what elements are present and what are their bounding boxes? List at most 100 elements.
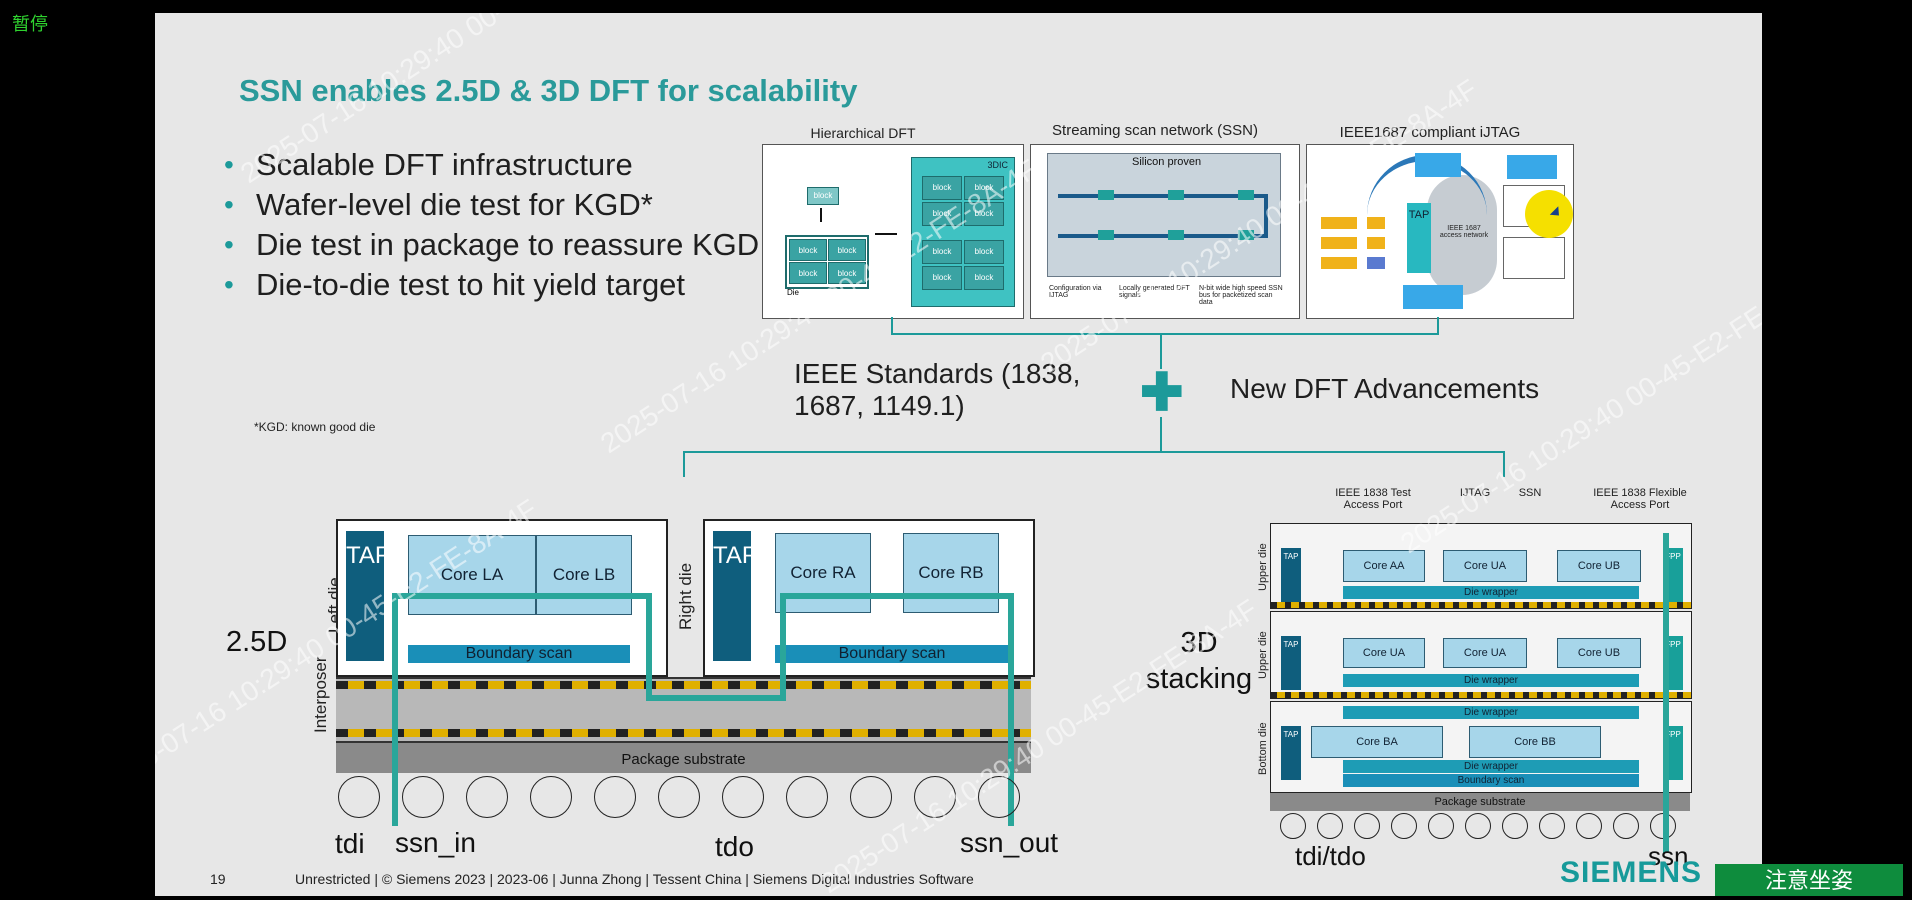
tap-block: TAP (1281, 636, 1301, 690)
footnote: *KGD: known good die (254, 420, 376, 434)
label-3d: 3D stacking (1145, 627, 1253, 695)
ball (594, 776, 636, 818)
plus-icon: ✚ (1140, 364, 1184, 422)
tap-block: TAP (346, 531, 391, 661)
ijtag-callout (1403, 285, 1463, 309)
hier-block: block (922, 266, 962, 290)
core-rb: Core RB (903, 533, 999, 613)
bullet-item: Wafer-level die test for KGD* (222, 185, 782, 225)
die-box: block block block block (785, 235, 869, 289)
connector-line (1160, 333, 1162, 369)
ijtag-ip (1367, 257, 1385, 269)
ball (658, 776, 700, 818)
ssn-path (780, 593, 786, 701)
core-block: Core UA (1343, 638, 1425, 668)
ssn-bus (1058, 194, 1268, 198)
pin-ssn: ssn (1648, 841, 1689, 871)
notice-badge[interactable]: 注意坐姿 (1715, 864, 1903, 896)
die-wrapper: Die wrapper (1343, 706, 1639, 719)
tap-block: TAP (713, 531, 758, 661)
ball (1502, 813, 1528, 839)
ssn-path (392, 593, 398, 826)
ball (338, 776, 380, 818)
pad-row (336, 729, 1031, 737)
ball (1354, 813, 1380, 839)
ssn-note: Locally generated DFT signals (1119, 285, 1190, 299)
right-die-label: Right die (676, 562, 695, 630)
core-block: Core UB (1557, 638, 1641, 668)
pause-indicator[interactable]: 暂停 (12, 14, 48, 35)
ijtag-ip (1367, 217, 1385, 229)
connector-line (683, 451, 1505, 453)
footer-text: Unrestricted | © Siemens 2023 | 2023-06 … (295, 871, 974, 887)
core-la: Core LA (408, 535, 536, 615)
connector-line (683, 451, 685, 477)
upper-die: TAP FPP Core UA Core UA Core UB Die wrap… (1270, 611, 1692, 699)
core-block: Core BB (1469, 726, 1601, 758)
die-label: Die (787, 288, 800, 297)
bottom-die: Die wrapper TAP FPP Core BA Core BB Die … (1270, 701, 1692, 793)
upper-die-label: Upper die (1257, 631, 1269, 679)
ball (1280, 813, 1306, 839)
bullet-item: Die test in package to reassure KGD (222, 225, 782, 265)
ssn-node (1238, 190, 1254, 200)
ssn-path (1008, 593, 1014, 826)
ssn-note: N-bit wide high speed SSN bus for packet… (1199, 285, 1283, 306)
ball (402, 776, 444, 818)
upper-die: TAP FPP Core AA Core UA Core UB Die wrap… (1270, 523, 1692, 609)
connector-line (1437, 317, 1439, 333)
ijtag-caption: IEEE1687 compliant iJTAG (1339, 124, 1521, 141)
ieee1838-tap-label: IEEE 1838 Test Access Port (1335, 487, 1411, 511)
pin-ssn-in: ssn_in (395, 827, 476, 858)
ssn-node (1168, 230, 1184, 240)
ssn-bus (1264, 194, 1268, 238)
ieee-standards-label: IEEE Standards (1838, 1687, 1149.1) (794, 358, 1081, 421)
hier-block: block (964, 176, 1004, 200)
ball (722, 776, 764, 818)
page-number: 19 (210, 871, 226, 887)
bullet-item: Die-to-die test to hit yield target (222, 265, 782, 305)
ijtag-network-label: IEEE 1687 access network (1439, 225, 1489, 239)
slide-title: SSN enables 2.5D & 3D DFT for scalabilit… (239, 73, 858, 108)
boundary-scan: Boundary scan (775, 645, 1009, 663)
label-25d: 2.5D (226, 626, 288, 658)
right-arrow-icon (875, 233, 897, 235)
core-block: Core UA (1443, 638, 1527, 668)
ijtag-callout (1415, 153, 1461, 177)
ieee1838-fap-label: IEEE 1838 Flexible Access Port (1593, 487, 1687, 511)
core-block: Core UB (1557, 550, 1641, 582)
connector-line (1160, 417, 1162, 451)
die-wrapper: Die wrapper (1343, 674, 1639, 687)
ball (530, 776, 572, 818)
solder-balls (1280, 813, 1685, 839)
ssn-path (392, 593, 652, 599)
hier-panel: block block block block block Die 3DIC b… (762, 144, 1024, 319)
solder-balls (338, 776, 1031, 818)
hier-block: block (789, 239, 827, 261)
interposer-label: Interposer (311, 656, 330, 733)
ijtag-ip (1321, 257, 1357, 269)
ssn-node (1238, 230, 1254, 240)
ssn-path (1663, 533, 1669, 853)
ssn-node (1098, 230, 1114, 240)
core-lb: Core LB (536, 535, 632, 615)
core-block: Core BA (1311, 726, 1443, 758)
ball (1613, 813, 1639, 839)
ssn-label: SSN (1518, 487, 1542, 499)
ball (914, 776, 956, 818)
silicon-proven-label: Silicon proven (1132, 156, 1202, 168)
connector-line (1503, 451, 1505, 477)
package-substrate: Package substrate (1270, 793, 1690, 811)
hier-block: block (828, 239, 866, 261)
ball (466, 776, 508, 818)
tap-block: TAP (1281, 548, 1301, 602)
interposer (336, 677, 1031, 743)
pad-row (1271, 692, 1691, 698)
slide: SSN enables 2.5D & 3D DFT for scalabilit… (155, 13, 1762, 896)
hier-block: block (828, 262, 866, 284)
ssn-path (646, 695, 786, 701)
ball (1391, 813, 1417, 839)
die-wrapper: Die wrapper (1343, 760, 1639, 773)
ball (1576, 813, 1602, 839)
core-ra: Core RA (775, 533, 871, 613)
